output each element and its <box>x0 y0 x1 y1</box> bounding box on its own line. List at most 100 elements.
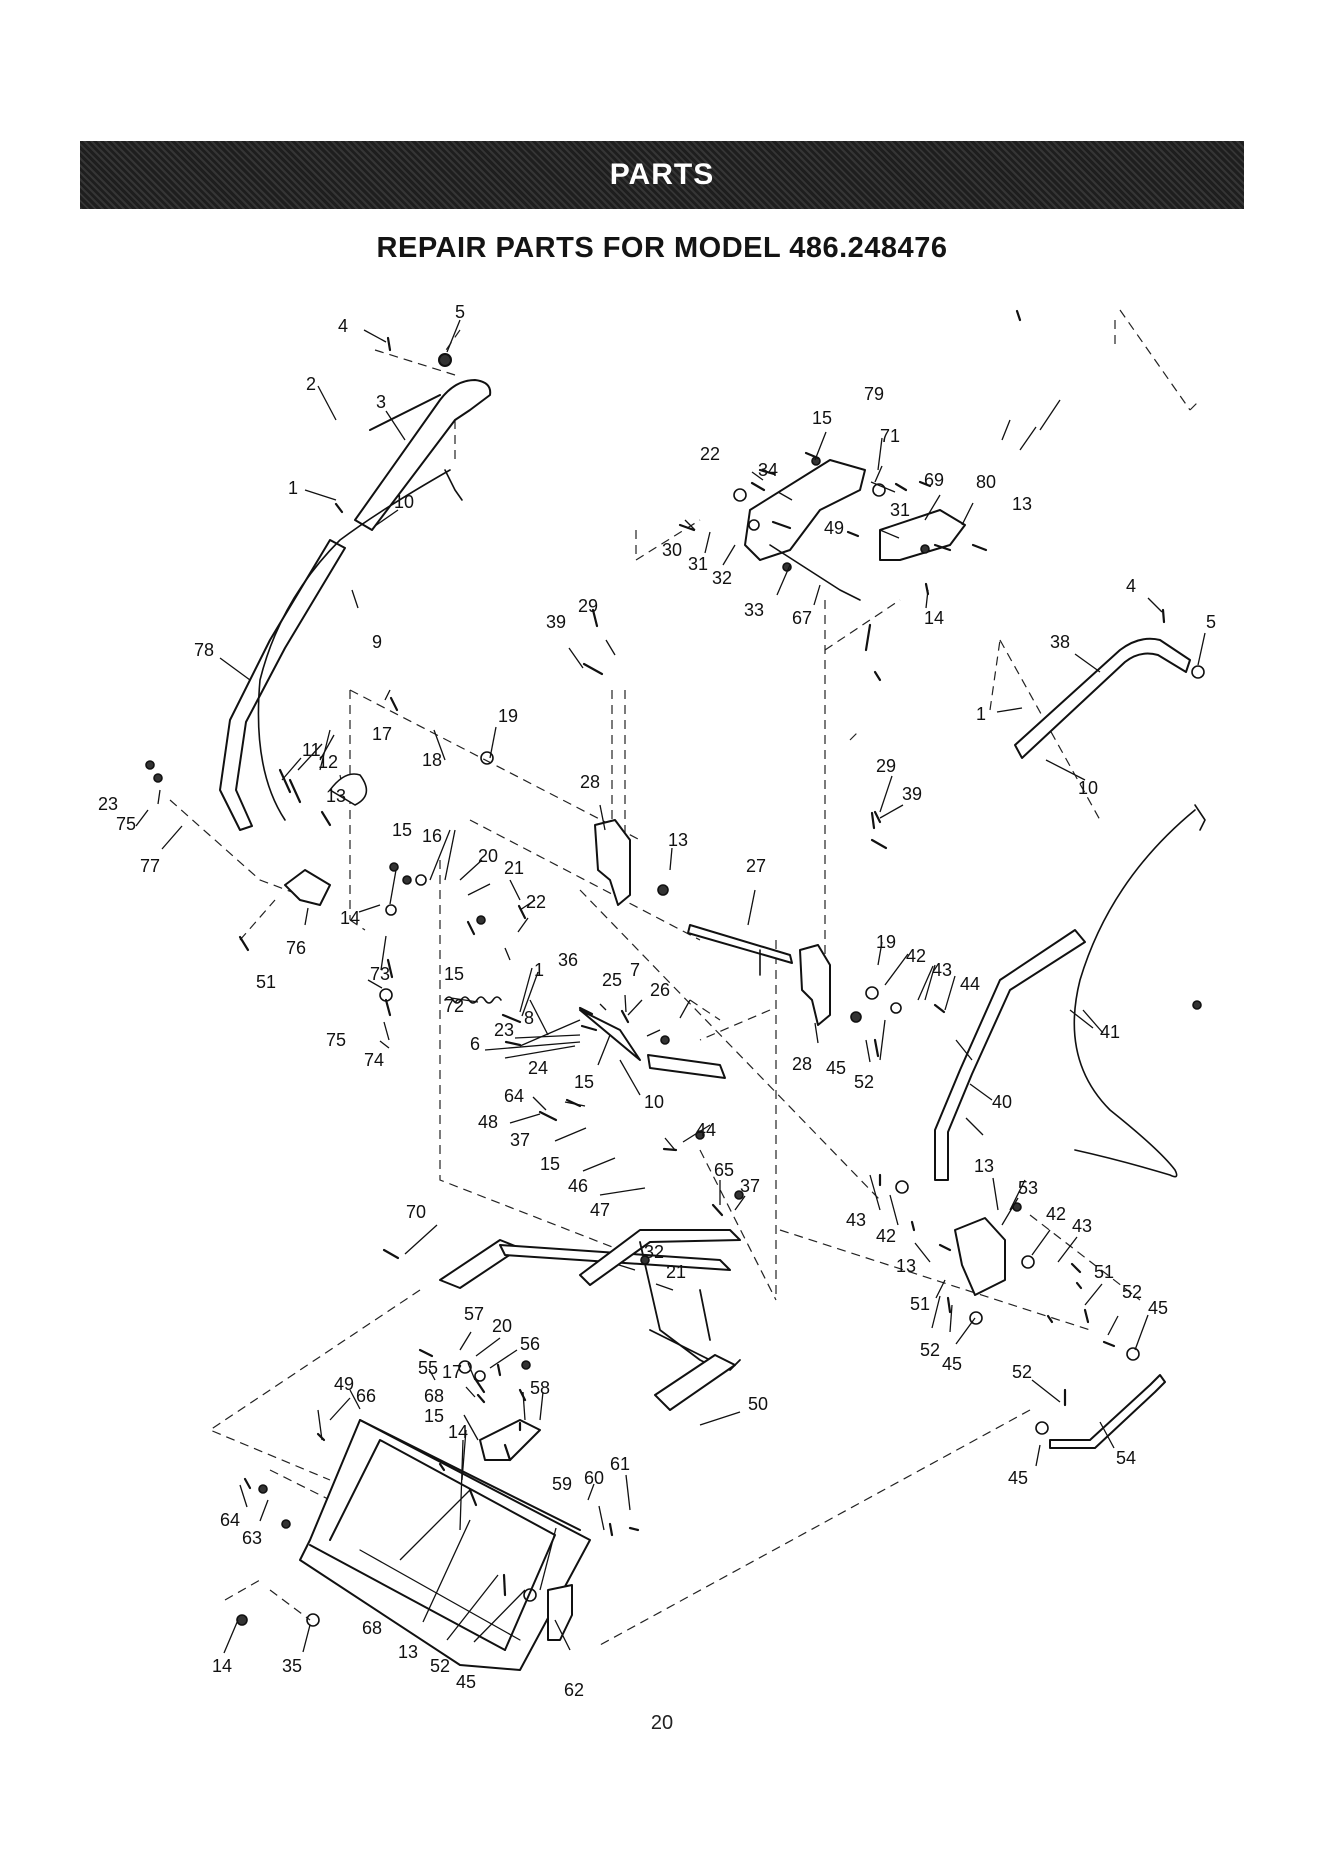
callout-42: 42 <box>1046 1204 1066 1224</box>
callout-7: 7 <box>630 960 640 980</box>
callout-79: 79 <box>864 384 884 404</box>
callout-60: 60 <box>584 1468 604 1488</box>
cross-shaft-part <box>687 924 793 976</box>
callout-13: 13 <box>974 1156 994 1176</box>
cable-bracket-left-part <box>284 869 331 906</box>
callout-28: 28 <box>792 1054 812 1074</box>
callout-11: 11 <box>302 740 321 760</box>
callout-52: 52 <box>430 1656 450 1676</box>
banner-title: PARTS <box>609 158 715 191</box>
callout-26: 26 <box>650 980 670 1000</box>
callout-15: 15 <box>812 408 832 428</box>
callout-56: 56 <box>520 1334 540 1354</box>
callout-72: 72 <box>444 996 464 1016</box>
callout-15: 15 <box>424 1406 444 1426</box>
callout-25: 25 <box>602 970 622 990</box>
callout-80: 80 <box>976 472 996 492</box>
callout-53: 53 <box>1018 1178 1038 1198</box>
callout-65: 65 <box>714 1160 734 1180</box>
callout-34: 34 <box>758 460 778 480</box>
callout-2: 2 <box>306 374 316 394</box>
callout-22: 22 <box>526 892 546 912</box>
callout-64: 64 <box>504 1086 524 1106</box>
callout-19: 19 <box>498 706 518 726</box>
callout-45: 45 <box>1008 1468 1028 1488</box>
callout-49: 49 <box>334 1374 354 1394</box>
callout-52: 52 <box>1122 1282 1142 1302</box>
callout-1: 1 <box>288 478 298 498</box>
callout-36: 36 <box>558 950 578 970</box>
shift-lever-part <box>579 1009 726 1079</box>
callout-66: 66 <box>356 1386 376 1406</box>
callout-22: 22 <box>700 444 720 464</box>
callout-44: 44 <box>960 974 980 994</box>
hardware-bolts <box>238 309 1166 1597</box>
callout-42: 42 <box>906 946 926 966</box>
hardware-small-parts <box>145 456 1205 1627</box>
callout-18: 18 <box>422 750 442 770</box>
callout-51: 51 <box>256 972 276 992</box>
callout-47: 47 <box>590 1200 610 1220</box>
upper-handle-left-part <box>354 353 492 531</box>
callout-4: 4 <box>1126 576 1136 596</box>
callout-16: 16 <box>422 826 442 846</box>
callout-50: 50 <box>748 1394 768 1414</box>
callout-43: 43 <box>932 960 952 980</box>
callout-58: 58 <box>530 1378 550 1398</box>
callout-15: 15 <box>540 1154 560 1174</box>
spring-part <box>444 996 502 1004</box>
callout-17: 17 <box>372 724 392 744</box>
callout-75: 75 <box>326 1030 346 1050</box>
callout-3: 3 <box>376 392 386 412</box>
control-cable-left-part <box>257 469 463 821</box>
callout-17: 17 <box>442 1362 462 1382</box>
callout-39: 39 <box>546 612 566 632</box>
callout-75: 75 <box>116 814 136 834</box>
callout-14: 14 <box>924 608 944 628</box>
callout-77: 77 <box>140 856 160 876</box>
callout-13: 13 <box>668 830 688 850</box>
callout-44: 44 <box>696 1120 716 1140</box>
callout-43: 43 <box>846 1210 866 1230</box>
callout-45: 45 <box>826 1058 846 1078</box>
callout-29: 29 <box>578 596 598 616</box>
callout-71: 71 <box>880 426 900 446</box>
callout-29: 29 <box>876 756 896 776</box>
callout-14: 14 <box>340 908 360 928</box>
callout-62: 62 <box>564 1680 584 1700</box>
callout-69: 69 <box>924 470 944 490</box>
lift-rod-part <box>1049 1374 1166 1449</box>
mounting-bracket-upper-part <box>744 459 966 601</box>
callout-37: 37 <box>740 1176 760 1196</box>
callout-73: 73 <box>370 964 390 984</box>
callout-52: 52 <box>1012 1362 1032 1382</box>
callout-21: 21 <box>504 858 524 878</box>
callout-41: 41 <box>1100 1022 1120 1042</box>
callout-70: 70 <box>406 1202 426 1222</box>
callout-23: 23 <box>98 794 118 814</box>
callout-12: 12 <box>318 752 338 772</box>
part-number-callouts: 4 5 2 3 1 10 9 78 11 12 13 23 75 77 76 5… <box>98 302 1216 1700</box>
callout-9: 9 <box>372 632 382 652</box>
callout-38: 38 <box>1050 632 1070 652</box>
pivot-bracket-left-part <box>594 819 631 906</box>
callout-32: 32 <box>712 568 732 588</box>
callout-64: 64 <box>220 1510 240 1530</box>
callout-33: 33 <box>744 600 764 620</box>
bottom-bracket-part <box>479 1419 541 1461</box>
callout-8: 8 <box>524 1008 534 1028</box>
callout-51: 51 <box>910 1294 930 1314</box>
callout-54: 54 <box>1116 1448 1136 1468</box>
callout-13: 13 <box>398 1642 418 1662</box>
lower-handle-left-part <box>219 539 346 831</box>
callout-59: 59 <box>552 1474 572 1494</box>
callout-37: 37 <box>510 1130 530 1150</box>
callout-32: 32 <box>644 1242 664 1262</box>
part-illustrations <box>145 309 1206 1671</box>
callout-15: 15 <box>574 1072 594 1092</box>
callout-68: 68 <box>362 1618 382 1638</box>
callout-15: 15 <box>444 964 464 984</box>
callout-61: 61 <box>610 1454 630 1474</box>
callout-10: 10 <box>394 492 414 512</box>
callout-20: 20 <box>478 846 498 866</box>
